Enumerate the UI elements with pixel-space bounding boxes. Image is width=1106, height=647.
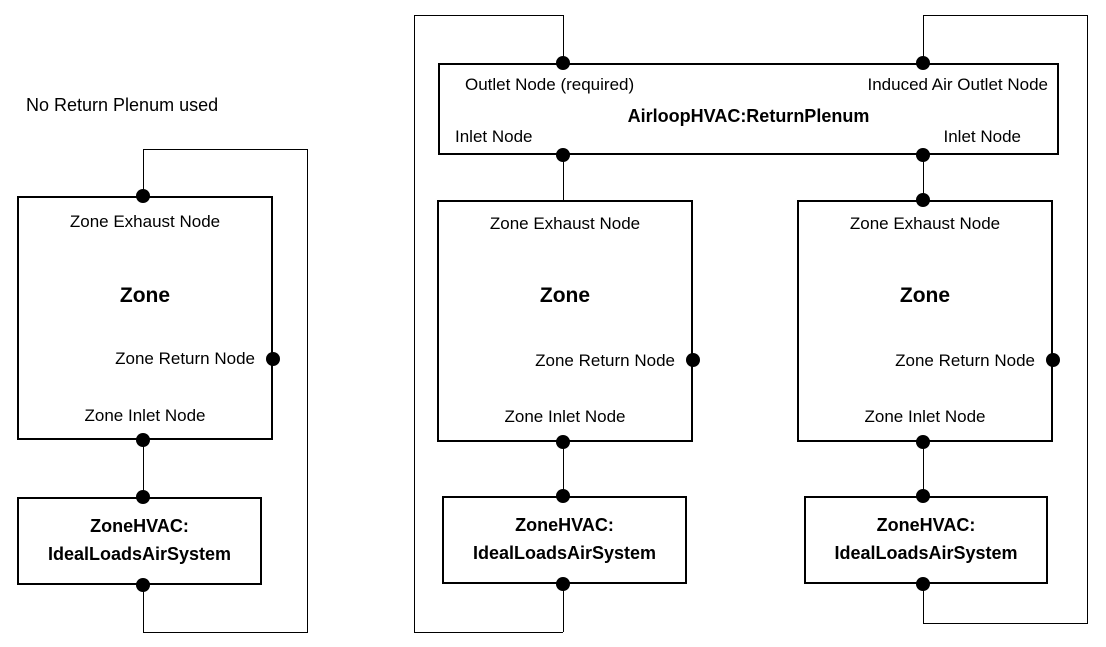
hvac-label-line1: ZoneHVAC:	[876, 515, 976, 535]
connector-line	[923, 15, 924, 63]
zone-inlet-label: Zone Inlet Node	[504, 407, 626, 426]
node-dot-plenum-induced-outlet	[916, 56, 930, 70]
connector-line	[143, 440, 144, 497]
zone-exhaust-label: Zone Exhaust Node	[69, 212, 221, 231]
connector-line	[923, 155, 924, 200]
connector-line	[923, 584, 924, 623]
plenum-inlet-left-label: Inlet Node	[455, 127, 533, 146]
plenum-inlet-right-label: Inlet Node	[943, 127, 1022, 146]
connector-line	[414, 15, 415, 632]
right-hvac-box: ZoneHVAC: IdealLoadsAirSystem	[804, 496, 1048, 584]
connector-line	[563, 442, 564, 496]
zone-exhaust-label: Zone Exhaust Node	[849, 214, 1001, 233]
zone-return-label: Zone Return Node	[535, 351, 675, 370]
node-dot-hvac-top	[916, 489, 930, 503]
connector-line	[414, 632, 563, 633]
connector-line	[923, 15, 1088, 16]
node-dot-zone-return	[686, 353, 700, 367]
connector-line	[143, 585, 144, 632]
zone-inlet-label: Zone Inlet Node	[84, 406, 206, 425]
node-dot-hvac-bottom	[136, 578, 150, 592]
zone-name-label: Zone	[539, 284, 591, 307]
hvac-label-line2: IdealLoadsAirSystem	[472, 543, 657, 563]
plenum-title: AirloopHVAC:ReturnPlenum	[627, 106, 870, 126]
node-dot-plenum-inlet-right	[916, 148, 930, 162]
node-dot-plenum-outlet	[556, 56, 570, 70]
node-dot-hvac-bottom	[556, 577, 570, 591]
node-dot-zone-return	[1046, 353, 1060, 367]
zone-name-label: Zone	[899, 284, 951, 307]
zone-inlet-label: Zone Inlet Node	[864, 407, 986, 426]
middle-hvac-box: ZoneHVAC: IdealLoadsAirSystem	[442, 496, 687, 584]
return-plenum-box: Outlet Node (required) Induced Air Outle…	[438, 63, 1059, 155]
connector-line	[1087, 15, 1088, 623]
node-dot-zone-exhaust	[136, 189, 150, 203]
connector-line	[414, 15, 563, 16]
zone-exhaust-label: Zone Exhaust Node	[489, 214, 641, 233]
node-dot-zone-return	[266, 352, 280, 366]
node-dot-hvac-top	[556, 489, 570, 503]
zone-return-label: Zone Return Node	[895, 351, 1035, 370]
connector-line	[563, 15, 564, 63]
middle-zone-box: Zone Exhaust Node Zone Zone Return Node …	[437, 200, 693, 442]
connector-line	[563, 155, 564, 200]
plenum-outlet-label: Outlet Node (required)	[465, 75, 635, 94]
node-dot-hvac-top	[136, 490, 150, 504]
left-section-title: No Return Plenum used	[26, 95, 219, 115]
right-zone-box: Zone Exhaust Node Zone Zone Return Node …	[797, 200, 1053, 442]
connector-line	[923, 442, 924, 496]
node-dot-plenum-inlet-left	[556, 148, 570, 162]
connector-line	[143, 149, 144, 196]
hvac-label-line2: IdealLoadsAirSystem	[47, 544, 232, 564]
zone-name-label: Zone	[119, 284, 171, 307]
node-dot-hvac-bottom	[916, 577, 930, 591]
hvac-label-line1: ZoneHVAC:	[90, 516, 189, 536]
left-hvac-box: ZoneHVAC: IdealLoadsAirSystem	[17, 497, 262, 585]
connector-line	[563, 584, 564, 632]
connector-line	[143, 149, 308, 150]
hvac-label-line1: ZoneHVAC:	[515, 515, 614, 535]
node-dot-zone-inlet	[556, 435, 570, 449]
node-dot-zone-inlet	[136, 433, 150, 447]
connector-line	[923, 623, 1088, 624]
hvac-label-line2: IdealLoadsAirSystem	[834, 543, 1018, 563]
connector-line	[307, 149, 308, 632]
node-dot-zone-exhaust	[916, 193, 930, 207]
connector-line	[143, 632, 308, 633]
node-dot-zone-inlet	[916, 435, 930, 449]
plenum-induced-outlet-label: Induced Air Outlet Node	[867, 75, 1048, 94]
left-zone-box: Zone Exhaust Node Zone Zone Return Node …	[17, 196, 273, 440]
zone-return-label: Zone Return Node	[115, 349, 255, 368]
